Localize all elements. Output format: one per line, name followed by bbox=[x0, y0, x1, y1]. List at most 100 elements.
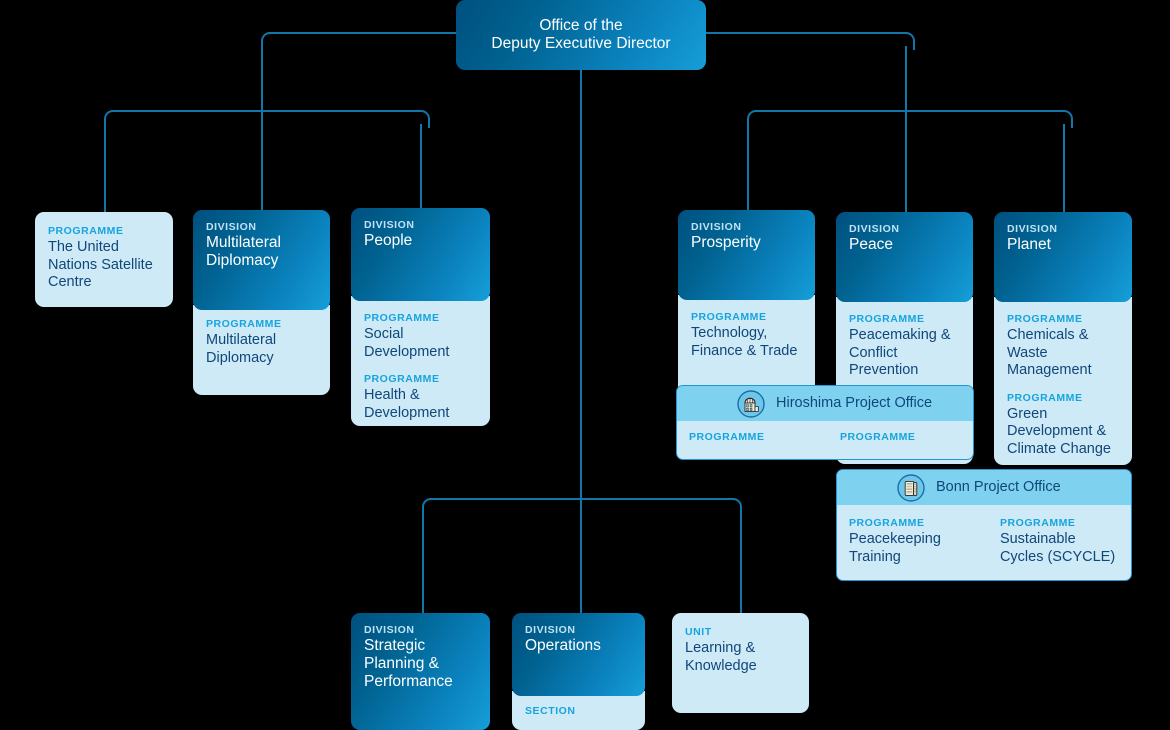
hiroshima-office-name: Hiroshima Project Office bbox=[776, 395, 933, 411]
office-hiroshima-project[interactable]: Hiroshima Project Office PROGRAMME PROGR… bbox=[676, 385, 974, 460]
programme-item: PROGRAMME bbox=[677, 431, 834, 445]
programme-title: Technology, Finance & Trade bbox=[691, 325, 798, 359]
programme-item: PROGRAMME Social Development bbox=[364, 312, 477, 361]
prosperity-kicker: DIVISION bbox=[691, 221, 742, 233]
satellite-centre-title: The United Nations Satellite Centre bbox=[48, 239, 153, 290]
hiroshima-office-bar: Hiroshima Project Office bbox=[677, 386, 973, 421]
planet-title: Planet bbox=[1007, 236, 1051, 253]
connector-corner-bottom-right bbox=[724, 498, 742, 516]
connector-drop-planet bbox=[1063, 124, 1065, 214]
programme-kicker: PROGRAMME bbox=[364, 312, 440, 324]
learning-kicker: UNIT bbox=[685, 626, 712, 638]
node-operations[interactable]: SECTION DIVISION Operations bbox=[512, 613, 645, 730]
connector-corner-right-bus-right bbox=[1055, 110, 1073, 128]
programme-title: Social Development bbox=[364, 326, 450, 360]
multilateral-title: Multilateral Diplomacy bbox=[206, 234, 281, 269]
strategic-title: Strategic Planning & Performance bbox=[364, 637, 453, 690]
connector-drop-prosperity bbox=[747, 124, 749, 214]
programme-item: PROGRAMME Sustainable Cycles (SCYCLE) bbox=[994, 517, 1131, 566]
operations-title: Operations bbox=[525, 637, 601, 654]
programme-kicker: PROGRAMME bbox=[691, 311, 767, 323]
connector-drop-learning bbox=[740, 512, 742, 615]
programme-title: Green Development & Climate Change bbox=[1007, 405, 1111, 457]
node-peace[interactable]: PROGRAMME Peacemaking & Conflict Prevent… bbox=[836, 212, 973, 464]
planet-head: DIVISION Planet bbox=[994, 212, 1132, 302]
programme-item: PROGRAMME Multilateral Diplomacy bbox=[206, 318, 317, 367]
prosperity-title: Prosperity bbox=[691, 234, 761, 251]
peace-title: Peace bbox=[849, 236, 893, 253]
programme-kicker: PROGRAMME bbox=[364, 373, 440, 385]
node-un-satellite-centre[interactable]: PROGRAMME The United Nations Satellite C… bbox=[35, 212, 173, 307]
bonn-office-bar: Bonn Project Office bbox=[837, 470, 1131, 505]
programme-item: PROGRAMME bbox=[834, 431, 973, 445]
programme-item: PROGRAMME Peacemaking & Conflict Prevent… bbox=[849, 313, 960, 380]
connector-drop-satellite bbox=[104, 124, 106, 214]
planet-programme-panel: PROGRAMME Chemicals & Waste Management P… bbox=[994, 297, 1132, 465]
node-learning-knowledge[interactable]: UNIT Learning & Knowledge bbox=[672, 613, 809, 713]
connector-drop-multilateral bbox=[261, 110, 263, 213]
connector-root-right bbox=[705, 32, 905, 34]
programme-title: Sustainable Cycles (SCYCLE) bbox=[999, 531, 1116, 565]
programme-title: Chemicals & Waste Management bbox=[1007, 327, 1092, 378]
connector-drop-people bbox=[420, 124, 422, 210]
office-bonn-project[interactable]: Bonn Project Office PROGRAMME Peacekeepi… bbox=[836, 469, 1132, 581]
multilateral-kicker: DIVISION bbox=[206, 221, 257, 233]
node-people[interactable]: PROGRAMME Social Development PROGRAMME H… bbox=[351, 208, 490, 426]
connector-corner-left-top bbox=[261, 32, 279, 50]
programme-kicker: PROGRAMME bbox=[849, 517, 925, 529]
programme-title: Peacemaking & Conflict Prevention bbox=[849, 327, 951, 378]
node-planet[interactable]: PROGRAMME Chemicals & Waste Management P… bbox=[994, 212, 1132, 465]
programme-title: Peacekeeping Training bbox=[849, 531, 941, 565]
connector-root-center-stem bbox=[580, 70, 582, 498]
programme-kicker: PROGRAMME bbox=[689, 431, 765, 443]
people-programme-panel: PROGRAMME Social Development PROGRAMME H… bbox=[351, 296, 490, 426]
connector-root-left bbox=[269, 32, 459, 34]
satellite-centre-kicker: PROGRAMME bbox=[48, 225, 124, 237]
multilateral-head: DIVISION Multilateral Diplomacy bbox=[193, 210, 330, 310]
section-kicker: SECTION bbox=[525, 705, 576, 717]
programme-item: PROGRAMME Peacekeeping Training bbox=[837, 517, 994, 566]
hiroshima-office-body: PROGRAMME PROGRAMME bbox=[677, 421, 973, 445]
bonn-office-body: PROGRAMME Peacekeeping Training PROGRAMM… bbox=[837, 505, 1131, 566]
connector-drop-peace bbox=[905, 110, 907, 215]
strategic-kicker: DIVISION bbox=[364, 624, 415, 636]
node-office-deputy-executive-director[interactable]: Office of the Deputy Executive Director bbox=[456, 0, 706, 70]
programme-kicker: PROGRAMME bbox=[849, 313, 925, 325]
operations-section-panel: SECTION bbox=[512, 691, 645, 730]
programme-item: PROGRAMME Technology, Finance & Trade bbox=[691, 311, 802, 360]
connector-corner-bottom-left bbox=[422, 498, 440, 516]
connector-corner-left-bus-left bbox=[104, 110, 122, 128]
connector-corner-left-bus-right bbox=[412, 110, 430, 128]
people-title: People bbox=[364, 232, 413, 249]
section-item: SECTION bbox=[525, 705, 632, 717]
root-title-line-1: Office of the bbox=[539, 17, 623, 34]
people-kicker: DIVISION bbox=[364, 219, 415, 231]
multilateral-programme-panel: PROGRAMME Multilateral Diplomacy bbox=[193, 305, 330, 395]
root-title-line-2: Deputy Executive Director bbox=[491, 35, 671, 52]
bonn-building-icon bbox=[897, 473, 925, 502]
people-head: DIVISION People bbox=[351, 208, 490, 301]
connector-drop-operations bbox=[580, 498, 582, 615]
connector-left-drop bbox=[261, 46, 263, 118]
programme-title: Health & Development bbox=[364, 387, 450, 421]
connector-corner-right-bus-left bbox=[747, 110, 765, 128]
programme-kicker: PROGRAMME bbox=[999, 517, 1076, 529]
operations-head: DIVISION Operations bbox=[512, 613, 645, 696]
connector-corner-right-top bbox=[897, 32, 915, 50]
connector-drop-strategic bbox=[422, 512, 424, 615]
bonn-office-name: Bonn Project Office bbox=[936, 479, 1061, 495]
operations-kicker: DIVISION bbox=[525, 624, 576, 636]
learning-title: Learning & Knowledge bbox=[685, 640, 757, 674]
programme-item: PROGRAMME Health & Development bbox=[364, 373, 477, 422]
programme-kicker: PROGRAMME bbox=[839, 431, 916, 443]
peace-head: DIVISION Peace bbox=[836, 212, 973, 302]
planet-kicker: DIVISION bbox=[1007, 223, 1058, 235]
node-multilateral-diplomacy[interactable]: PROGRAMME Multilateral Diplomacy DIVISIO… bbox=[193, 210, 330, 395]
node-strategic-planning-performance[interactable]: DIVISION Strategic Planning & Performanc… bbox=[351, 613, 490, 730]
hiroshima-dome-icon bbox=[737, 389, 765, 418]
programme-kicker: PROGRAMME bbox=[1007, 313, 1083, 325]
programme-kicker: PROGRAMME bbox=[1007, 391, 1083, 404]
prosperity-head: DIVISION Prosperity bbox=[678, 210, 815, 300]
connector-right-drop bbox=[905, 46, 907, 118]
